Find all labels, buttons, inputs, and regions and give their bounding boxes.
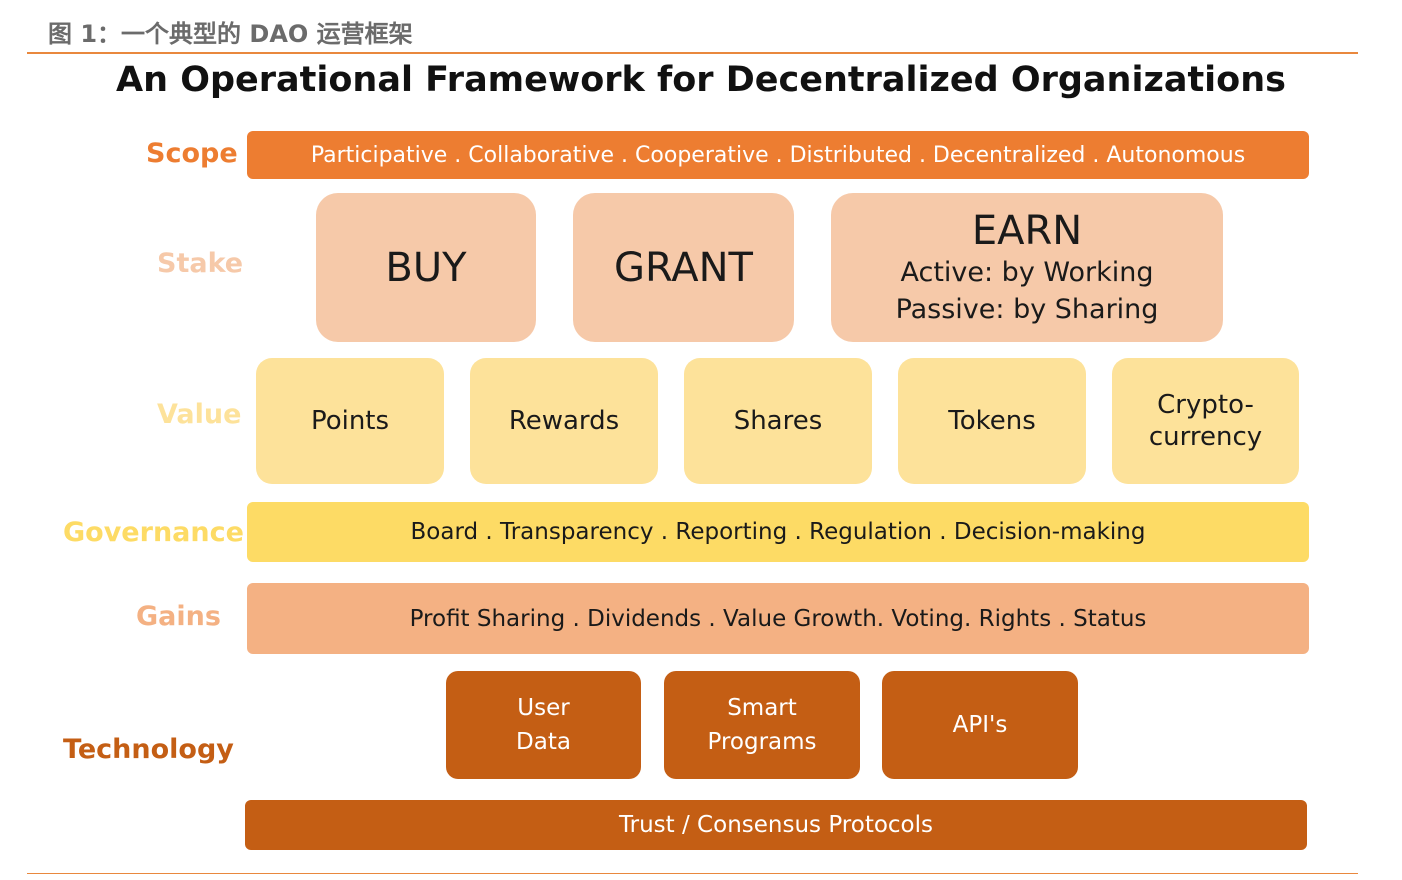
user-data-line-2: Data <box>516 729 571 755</box>
top-rule <box>27 52 1358 54</box>
value-shares-box: Shares <box>684 358 872 484</box>
label-governance: Governance <box>63 517 244 548</box>
earn-title: EARN <box>971 207 1083 254</box>
bottom-rule <box>27 873 1358 874</box>
smart-programs-line-1: Smart <box>727 695 797 721</box>
label-stake: Stake <box>157 248 244 279</box>
earn-active-line: Active: by Working <box>900 256 1154 288</box>
label-gains: Gains <box>136 601 221 632</box>
scope-bar: Participative . Collaborative . Cooperat… <box>247 131 1309 179</box>
label-technology: Technology <box>63 734 234 765</box>
value-points-box: Points <box>256 358 444 484</box>
crypto-line-2: currency <box>1148 422 1263 452</box>
trust-consensus-bar: Trust / Consensus Protocols <box>245 800 1307 850</box>
diagram-title: An Operational Framework for Decentraliz… <box>116 60 1286 100</box>
user-data-line-1: User <box>517 695 570 721</box>
tech-apis-box: API's <box>882 671 1078 779</box>
label-value: Value <box>157 399 242 430</box>
value-rewards-box: Rewards <box>470 358 658 484</box>
smart-programs-line-2: Programs <box>707 729 817 755</box>
tech-user-data-box: User Data <box>446 671 641 779</box>
tech-smart-programs-box: Smart Programs <box>664 671 860 779</box>
crypto-line-1: Crypto- <box>1157 390 1254 420</box>
value-cryptocurrency-box: Crypto- currency <box>1112 358 1299 484</box>
stake-buy-box: BUY <box>316 193 536 342</box>
label-scope: Scope <box>146 138 238 169</box>
value-tokens-box: Tokens <box>898 358 1086 484</box>
gains-bar: Profit Sharing . Dividends . Value Growt… <box>247 583 1309 654</box>
governance-bar: Board . Transparency . Reporting . Regul… <box>247 502 1309 562</box>
stake-grant-box: GRANT <box>573 193 794 342</box>
stake-earn-box: EARN Active: by Working Passive: by Shar… <box>831 193 1223 342</box>
earn-passive-line: Passive: by Sharing <box>895 293 1159 325</box>
figure-caption: 图 1：一个典型的 DAO 运营框架 <box>48 20 413 48</box>
